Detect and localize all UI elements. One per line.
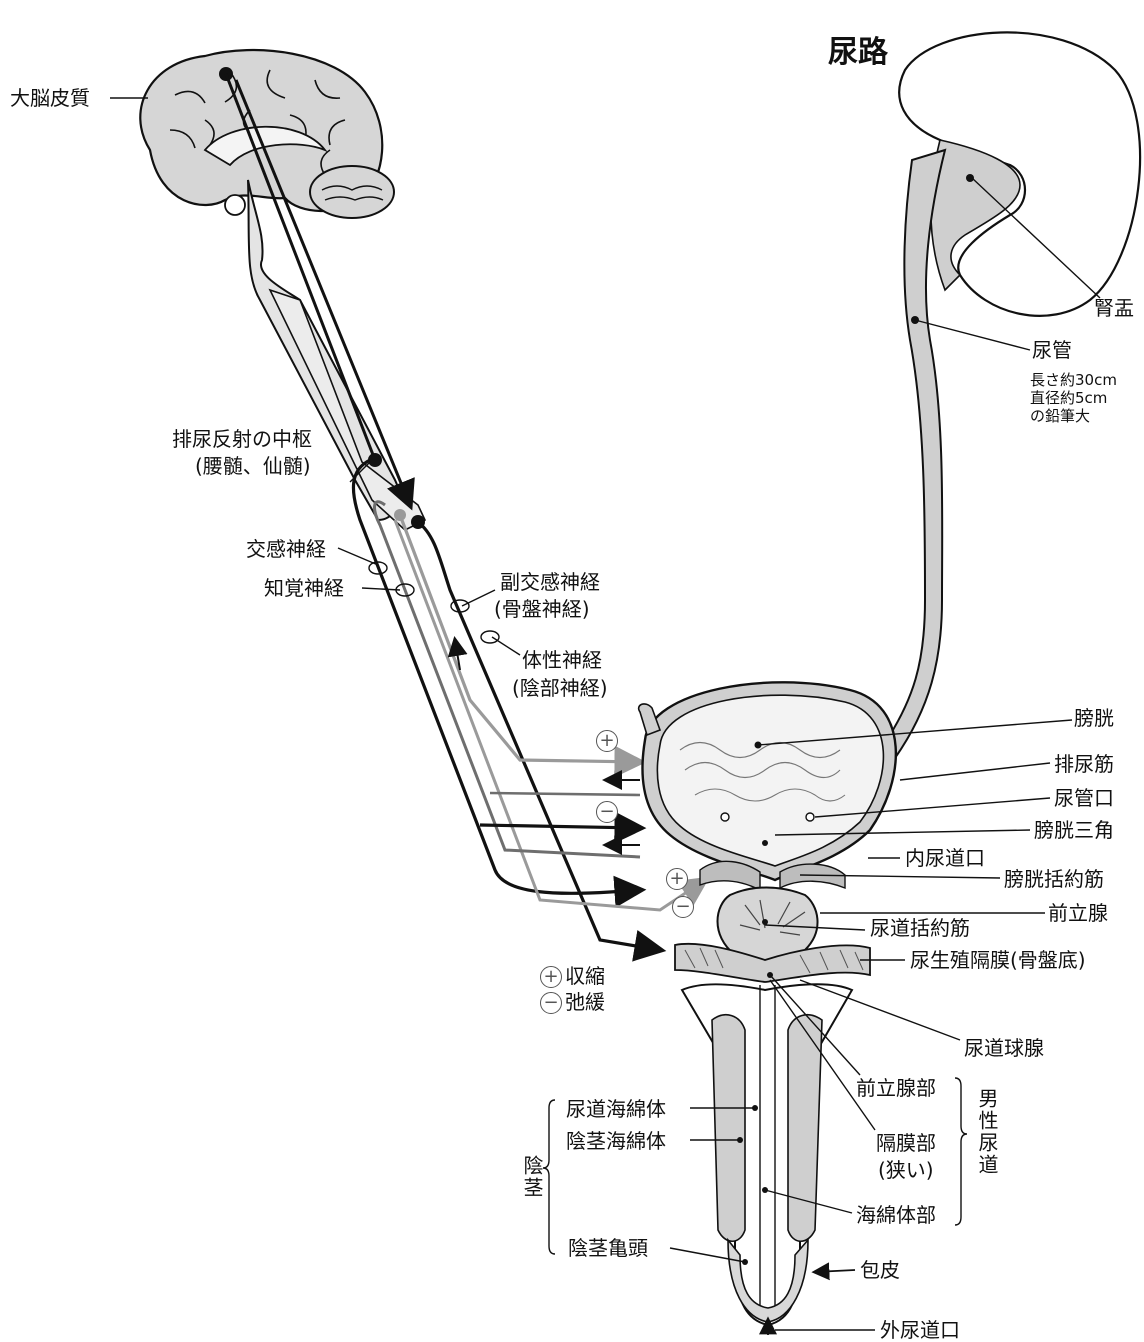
label-membranous-part: 隔膜部 [876, 1131, 936, 1155]
label-micturition-center-sub: (腰髄、仙髄) [195, 454, 311, 478]
brain [140, 50, 394, 218]
label-renal-pelvis: 腎盂 [1094, 296, 1134, 320]
label-ureter-note-1: 長さ約30cm [1030, 372, 1117, 389]
label-prostatic-part: 前立腺部 [856, 1076, 936, 1100]
label-prostate: 前立腺 [1048, 901, 1108, 925]
label-corpus-cavernosum: 陰茎海綿体 [566, 1129, 666, 1153]
label-penis: 陰茎 [520, 1155, 544, 1199]
label-bulbourethral-gland: 尿道球腺 [964, 1036, 1044, 1060]
label-ureter-note-2: 直径約5cm [1030, 390, 1107, 407]
label-sensory-nerve: 知覚神経 [264, 576, 344, 600]
label-membranous-note: (狭い) [878, 1158, 934, 1182]
label-male-urethra: 男性尿道 [975, 1088, 999, 1176]
label-ureter: 尿管 [1032, 338, 1072, 362]
label-cerebral-cortex: 大脳皮質 [10, 86, 90, 110]
legend-relax: 弛緩 [565, 990, 605, 1014]
plus-mark-sphincter: + [666, 868, 688, 890]
penis [682, 972, 855, 1335]
label-internal-urethral-orifice: 内尿道口 [905, 846, 985, 870]
label-bladder-sphincter: 膀胱括約筋 [1004, 867, 1104, 891]
label-parasympathetic-nerve: 副交感神経 [500, 570, 600, 594]
nerve-bundles [353, 460, 705, 950]
label-sympathetic-nerve: 交感神経 [246, 537, 326, 561]
legend-contract: 収縮 [565, 964, 605, 988]
label-somatic-sub: (陰部神経) [512, 676, 608, 700]
label-somatic-nerve: 体性神経 [522, 648, 602, 672]
label-bladder: 膀胱 [1074, 706, 1114, 730]
minus-mark-bladder: − [596, 801, 618, 823]
label-urethral-sphincter: 尿道括約筋 [870, 916, 970, 940]
plus-mark-bladder: + [596, 730, 618, 752]
label-urogenital-diaphragm: 尿生殖隔膜(骨盤底) [910, 948, 1086, 972]
label-detrusor: 排尿筋 [1054, 752, 1114, 776]
legend-minus-symbol: − [540, 992, 562, 1014]
label-glans: 陰茎亀頭 [568, 1236, 648, 1260]
label-parasympathetic-sub: (骨盤神経) [494, 597, 590, 621]
label-micturition-center: 排尿反射の中枢 [172, 427, 312, 451]
minus-mark-sphincter: − [672, 896, 694, 918]
page-title: 尿路 [828, 36, 888, 70]
label-trigone: 膀胱三角 [1034, 818, 1114, 842]
legend-plus-symbol: + [540, 966, 562, 988]
label-foreskin: 包皮 [860, 1258, 900, 1282]
label-corpus-spongiosum: 尿道海綿体 [566, 1097, 666, 1121]
label-spongy-part: 海綿体部 [856, 1203, 936, 1227]
label-ureteral-orifice: 尿管口 [1054, 786, 1114, 810]
label-ureter-note-3: の鉛筆大 [1030, 408, 1090, 425]
bladder [639, 682, 896, 890]
label-external-urethral-orifice: 外尿道口 [880, 1318, 960, 1342]
